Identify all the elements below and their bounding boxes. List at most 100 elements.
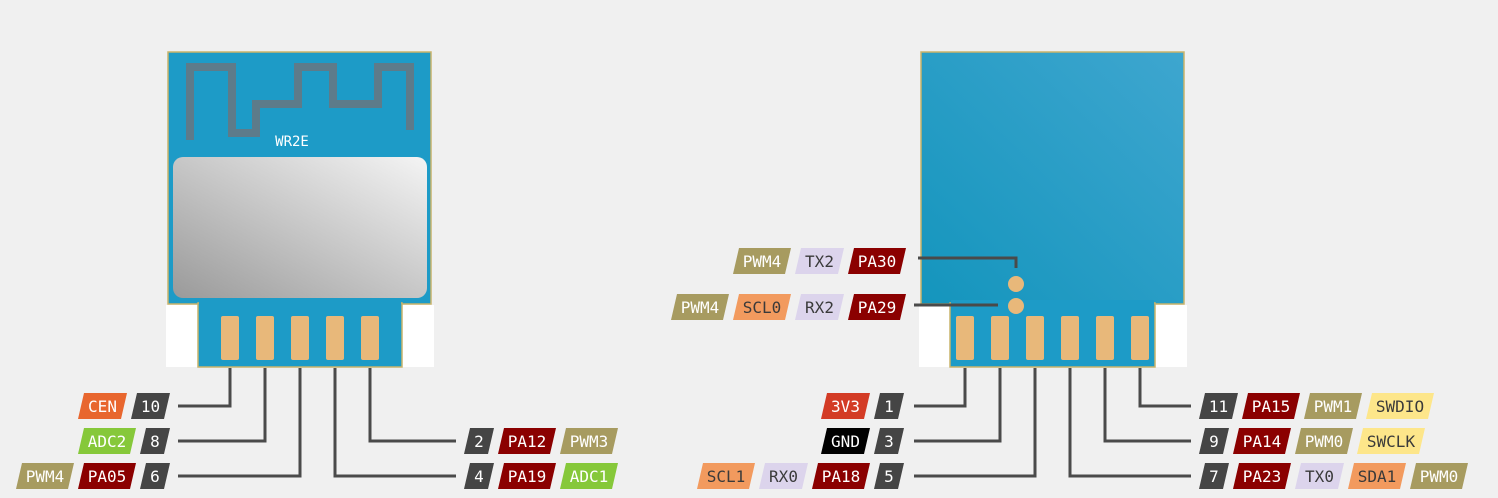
back-right-pin-0-label-0: 11 (1199, 393, 1238, 419)
back-left-pin-0-label-1-text: 1 (884, 397, 894, 416)
back-left-pin-2-label-3-bg (874, 463, 904, 489)
front-right-pin-1-label-1: PA19 (498, 463, 556, 489)
pcb-antenna-icon (186, 63, 414, 140)
back-pad-4 (1061, 316, 1079, 360)
test-pad-lower (1008, 298, 1024, 314)
back-right-pin-1-label-3-bg (1357, 428, 1425, 454)
module-front-pads (221, 316, 379, 360)
back-testpad-1-label-3-text: PA29 (858, 298, 897, 317)
front-left-lead-1 (178, 368, 267, 443)
front-left-pin-2-label-0-bg (16, 463, 74, 489)
front-left-pin-0-label-0-bg (78, 393, 127, 419)
back-right-pin-2-label-3-text: SDA1 (1358, 467, 1397, 486)
back-right-lead-0 (1138, 368, 1191, 408)
back-right-pin-2-label-0: 7 (1199, 463, 1229, 489)
front-right-pin-1-label-0: 4 (464, 463, 494, 489)
module-name: WR2E (275, 134, 309, 150)
back-testpad-0-label-2: PA30 (848, 248, 906, 274)
back-pad-2 (991, 316, 1009, 360)
front-right-pin-0-label-0: 2 (464, 428, 494, 454)
back-testpad-0-label-1: TX2 (795, 248, 844, 274)
back-right-pin-0-label-0-bg (1199, 393, 1238, 419)
front-right-pin-0-label-2: PWM3 (560, 428, 618, 454)
back-testpad-0-label-0-bg (733, 248, 791, 274)
front-right-pin-1-label-0-bg (464, 463, 494, 489)
front-pad-3 (291, 316, 309, 360)
back-right-pin-2-label-3-bg (1348, 463, 1406, 489)
module-front-cutout-right (402, 305, 434, 367)
back-right-pin-1-label-2-text: PWM0 (1305, 432, 1344, 451)
back-right-pin-2-label-1-text: PA23 (1243, 467, 1282, 486)
module-front-tab-join (199, 300, 401, 306)
front-right-pin-1-label-2-text: ADC1 (570, 467, 609, 486)
back-left-pin-0-label-0: 3V3 (821, 393, 870, 419)
back-left-pin-1-label-0-text: GND (831, 432, 860, 451)
back-right-pin-0-label-1: PA15 (1242, 393, 1300, 419)
back-left-lead-0 (914, 368, 967, 408)
back-right-pin-2-label-1: PA23 (1233, 463, 1291, 489)
back-right-pin-1-label-1: PA14 (1233, 428, 1291, 454)
front-right-pin-1-label-0-text: 4 (474, 467, 484, 486)
back-right-pin-1-label-3-text: SWCLK (1367, 432, 1416, 451)
test-pad-upper (1008, 276, 1024, 292)
back-right-pin-1-label-2: PWM0 (1295, 428, 1353, 454)
back-testpad-0-label-0-text: PWM4 (743, 252, 782, 271)
back-left-pin-1-label-0-bg (821, 428, 870, 454)
module-back-tab (949, 302, 1156, 368)
front-right-pin-1-label-2-bg (560, 463, 618, 489)
back-right-pin-0-label-3-bg (1366, 393, 1434, 419)
back-right-pin-2-label-4-text: PWM0 (1420, 467, 1459, 486)
front-right-pin-0-label-2-bg (560, 428, 618, 454)
back-right-pin-1-label-0: 9 (1199, 428, 1229, 454)
front-right-pin-0-label-2-text: PWM3 (570, 432, 609, 451)
back-left-pin-2-label-0-bg (697, 463, 755, 489)
back-testpad-1-label-3: PA29 (848, 294, 906, 320)
back-testpad-1-label-2-text: RX2 (805, 298, 834, 317)
back-right-pin-0-label-1-bg (1242, 393, 1300, 419)
back-right-pin-2-label-3: SDA1 (1348, 463, 1406, 489)
back-testpad-1-label-2-bg (795, 294, 844, 320)
module-back-pads (956, 316, 1149, 360)
back-right-pin-0-label-3-text: SWDIO (1376, 397, 1424, 416)
back-right-pin-2-label-0-bg (1199, 463, 1229, 489)
front-right-pin-1-label-1-text: PA19 (508, 467, 547, 486)
front-right-lead-0 (368, 368, 456, 443)
front-right-pin-1-label-1-bg (498, 463, 556, 489)
back-right-pin-2-label-2-bg (1295, 463, 1344, 489)
front-right-pin-1-label-2: ADC1 (560, 463, 618, 489)
front-left-pin-1-label-0-bg (78, 428, 136, 454)
back-left-pin-2-label-0: SCL1 (697, 463, 755, 489)
front-left-pin-2-label-2-text: 6 (150, 467, 160, 486)
front-left-pin-0-label-0-text: CEN (88, 397, 117, 416)
module-back-tab-join (951, 300, 1154, 306)
back-right-pin-1-label-1-bg (1233, 428, 1291, 454)
back-testpad-0-label-0: PWM4 (733, 248, 791, 274)
back-pad-6 (1131, 316, 1149, 360)
front-left-lead-0 (178, 368, 232, 408)
back-right-pin-0-label-2-text: PWM1 (1314, 397, 1353, 416)
module-back (919, 51, 1187, 368)
back-left-pin-1-label-1-text: 3 (884, 432, 894, 451)
back-left-pin-2-label-1-text: RX0 (769, 467, 798, 486)
front-left-pin-2-label-0-text: PWM4 (26, 467, 65, 486)
back-right-pin-1-label-0-text: 9 (1209, 432, 1219, 451)
front-left-lead-2 (178, 368, 302, 478)
back-testpad-0-label-2-text: PA30 (858, 252, 897, 271)
back-left-pin-2-label-3-text: 5 (884, 467, 894, 486)
back-pad-5 (1096, 316, 1114, 360)
back-left-pin-0-label-1: 1 (874, 393, 904, 419)
front-left-pin-0-label-1-bg (131, 393, 170, 419)
front-right-pin-0-label-1-text: PA12 (508, 432, 547, 451)
back-left-pin-2-label-1-bg (759, 463, 808, 489)
back-left-pin-2-label-0-text: SCL1 (707, 467, 746, 486)
front-left-pin-2-label-2: 6 (140, 463, 170, 489)
back-right-lead-2 (1068, 368, 1191, 478)
back-testpad-1-label-0: PWM4 (671, 294, 729, 320)
back-left-pin-1-label-1-bg (874, 428, 904, 454)
back-right-pin-1-label-3: SWCLK (1357, 428, 1425, 454)
front-left-pin-2-label-0: PWM4 (16, 463, 74, 489)
back-right-pin-2-label-4-bg (1410, 463, 1468, 489)
back-right-pin-2-label-2: TX0 (1295, 463, 1344, 489)
back-right-pin-2-label-2-text: TX0 (1305, 467, 1334, 486)
module-front: WR2E (166, 51, 434, 368)
